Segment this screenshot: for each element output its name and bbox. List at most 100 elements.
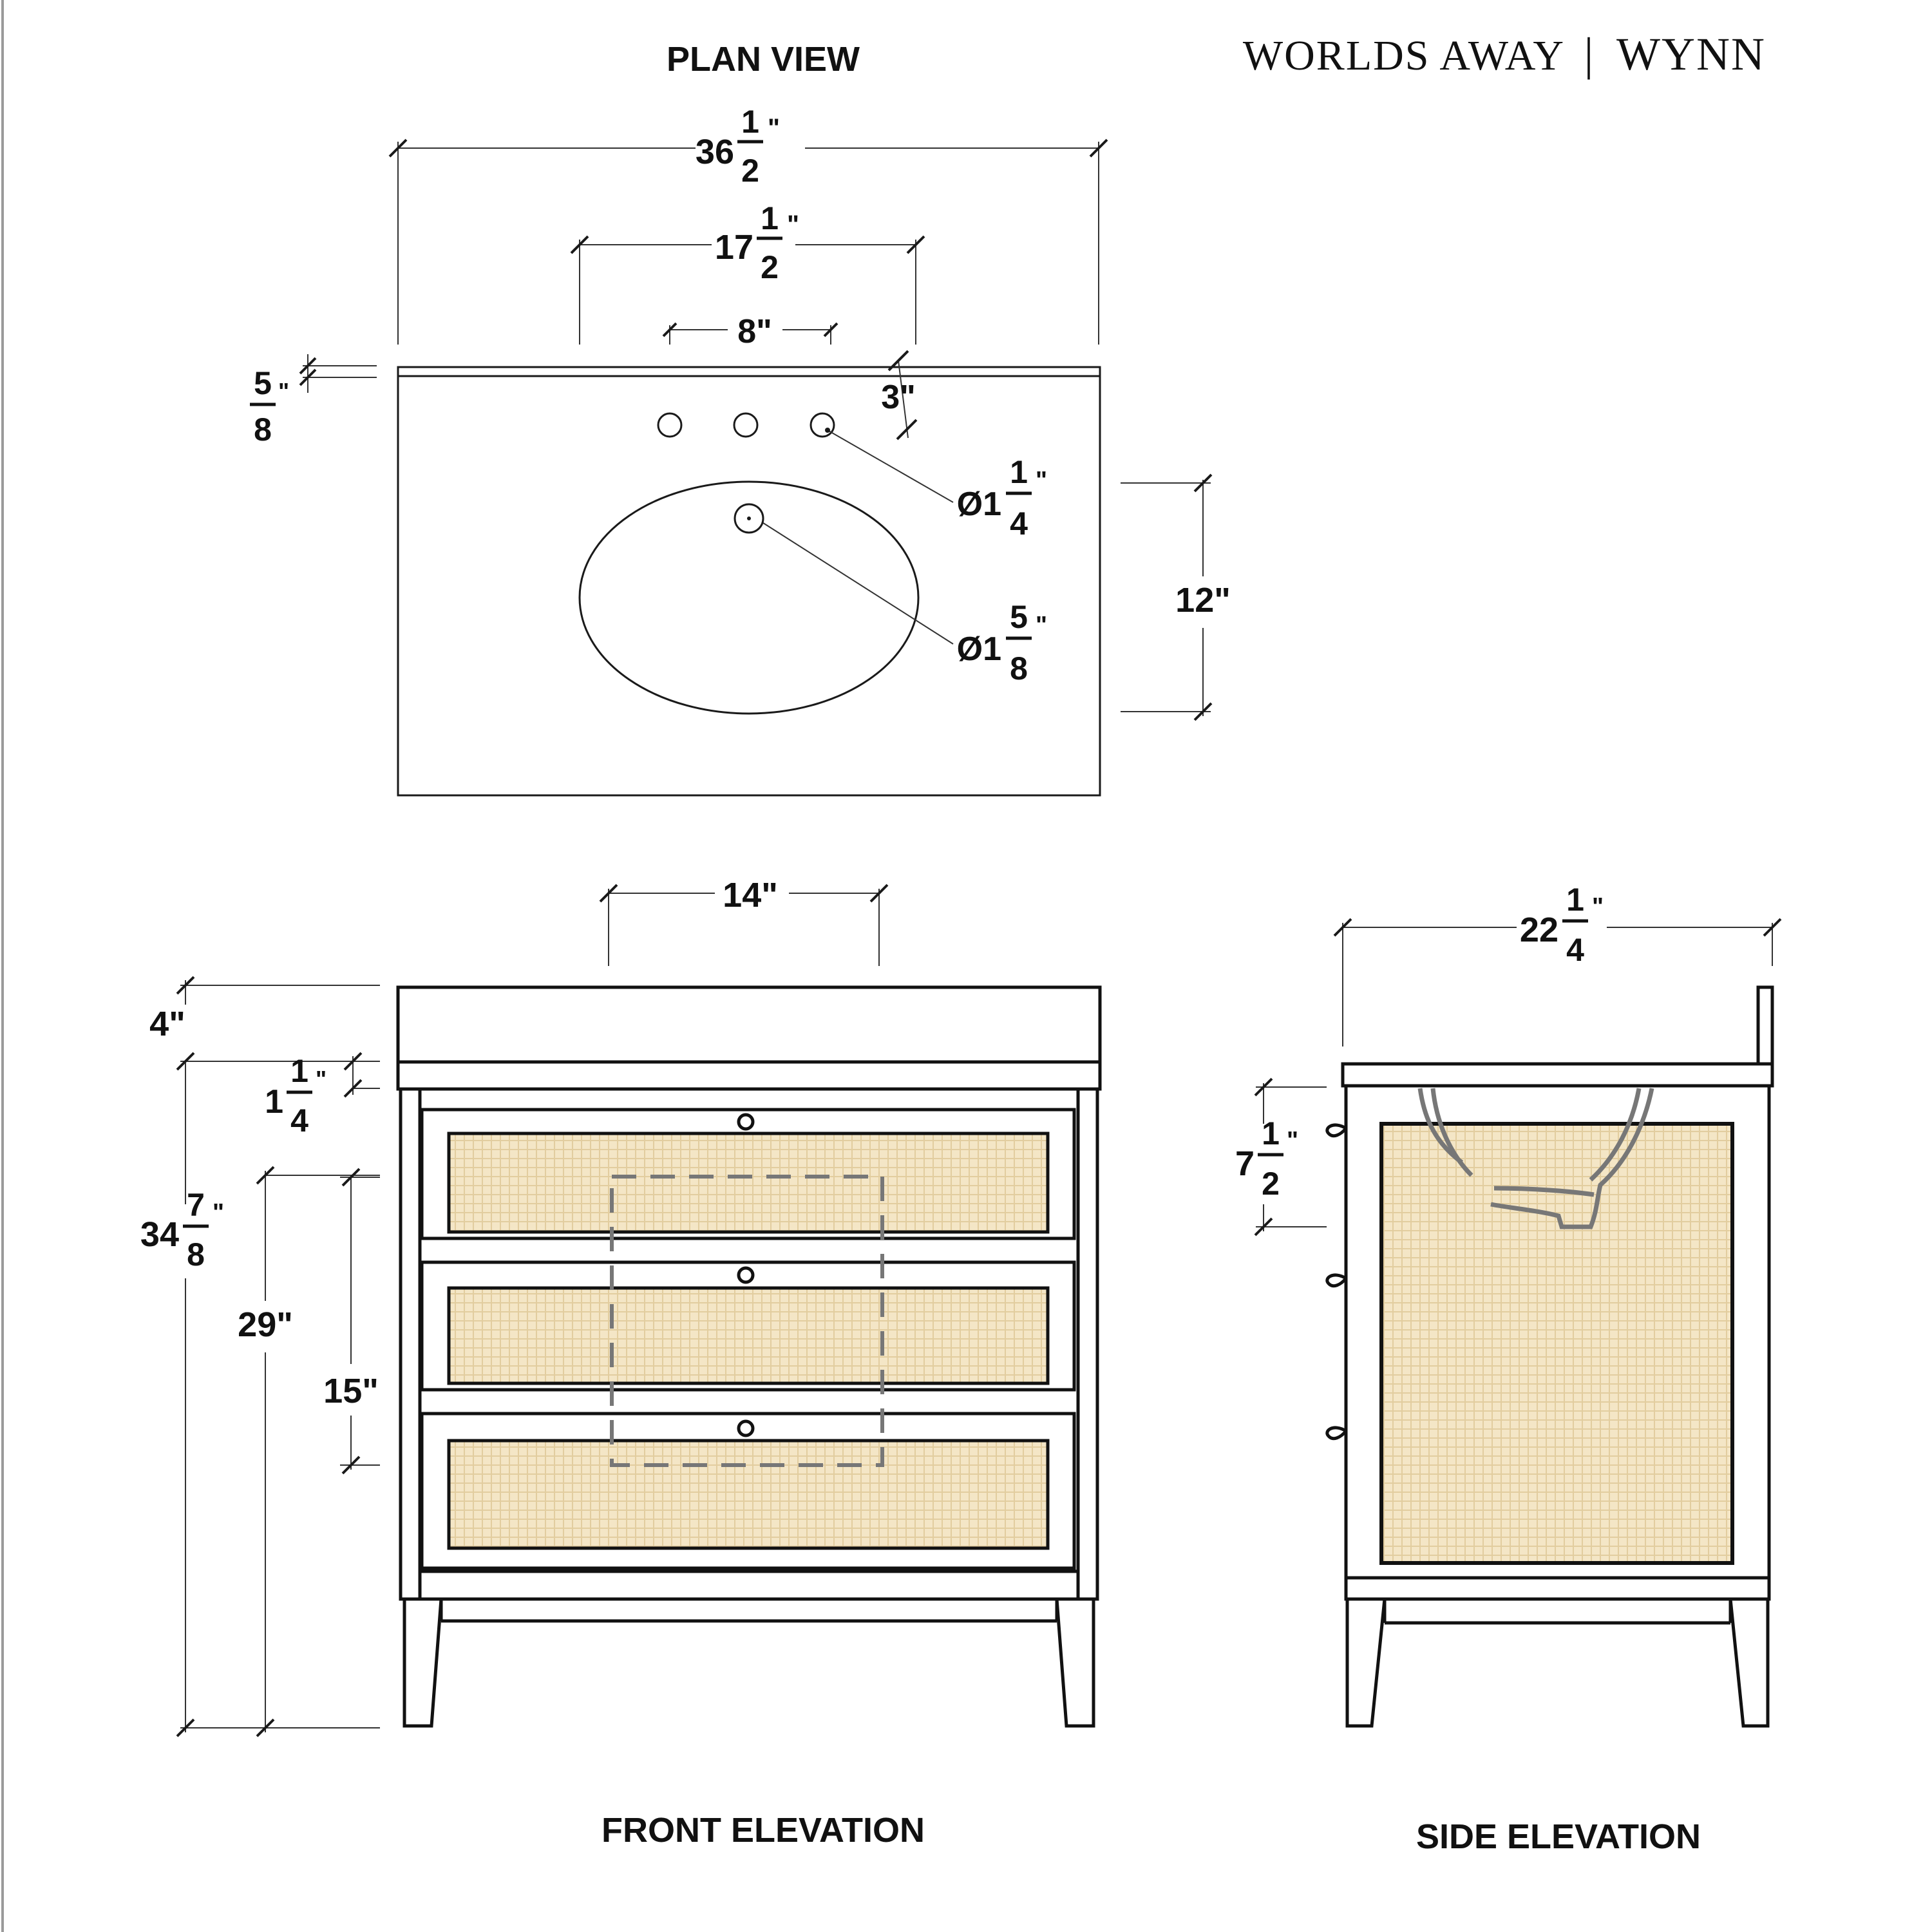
plan-basin bbox=[578, 480, 920, 715]
dim-plan-width-whole: 36 bbox=[696, 133, 734, 171]
front-drawer-bottom bbox=[420, 1412, 1076, 1570]
front-drawer-bottom-cane-panel bbox=[447, 1439, 1050, 1550]
front-drawer-middle bbox=[420, 1260, 1076, 1392]
dim-plan-basin-width-whole: 17 bbox=[715, 228, 753, 267]
brand-separator: | bbox=[1584, 28, 1595, 80]
side-knob-top bbox=[1325, 1123, 1347, 1138]
plan-faucet-hole-right bbox=[810, 412, 835, 438]
side-case bbox=[1344, 1084, 1771, 1601]
dim-front-top-thickness-den: 4 bbox=[290, 1103, 308, 1139]
dim-plan-basin-width-den: 2 bbox=[761, 249, 779, 285]
dim-plan-faucet-hole-unit: " bbox=[1036, 467, 1047, 494]
dim-side-depth-whole: 22 bbox=[1520, 911, 1558, 949]
dim-plan-faucet-hole-whole: Ø1 bbox=[957, 486, 1001, 523]
dim-plan-drain-hole: Ø1 5 8 " bbox=[762, 522, 1047, 687]
side-countertop bbox=[1341, 1062, 1774, 1088]
dim-side-depth-unit: " bbox=[1592, 893, 1604, 920]
dim-side-drawer-height-num: 1 bbox=[1262, 1115, 1280, 1151]
dim-plan-drain-hole-den: 8 bbox=[1010, 650, 1028, 687]
side-elevation-title: SIDE ELEVATION bbox=[1416, 1817, 1701, 1856]
dim-plan-top-edge-unit: " bbox=[278, 378, 289, 404]
plan-drain bbox=[734, 503, 764, 534]
plan-view: PLAN VIEW 36 1 2 " bbox=[250, 40, 1231, 797]
dim-plan-drain-hole-num: 5 bbox=[1010, 599, 1028, 635]
dim-plan-top-edge-den: 8 bbox=[254, 412, 272, 448]
side-cane-panel bbox=[1379, 1122, 1734, 1565]
dim-plan-width-den: 2 bbox=[741, 153, 759, 189]
front-case bbox=[399, 1087, 1099, 1601]
dim-front-total-height: 34 7 8 " bbox=[140, 1063, 380, 1738]
dim-plan-width-num: 1 bbox=[741, 104, 759, 140]
plan-faucet-hole-center bbox=[733, 412, 759, 438]
dim-front-top-thickness-num: 1 bbox=[290, 1053, 308, 1089]
dim-front-top-thickness-unit: " bbox=[316, 1066, 327, 1092]
front-elevation: FRONT ELEVATION 14" 4" 1 1 bbox=[140, 876, 1102, 1850]
dim-plan-basin-width: 17 1 2 " bbox=[570, 200, 925, 345]
side-legs bbox=[1345, 1598, 1770, 1728]
dim-plan-top-edge: 5 8 " bbox=[250, 354, 377, 448]
plan-countertop bbox=[397, 366, 1101, 797]
side-knob-middle bbox=[1325, 1273, 1347, 1288]
side-plumbing-trap bbox=[1417, 1088, 1654, 1229]
front-countertop bbox=[396, 1060, 1102, 1091]
brand-logo: WORLDS AWAY | WYNN bbox=[1243, 28, 1766, 80]
plan-faucet-hole-left bbox=[657, 412, 683, 438]
dim-side-drawer-height-unit: " bbox=[1287, 1127, 1298, 1154]
dim-plan-basin-width-num: 1 bbox=[761, 200, 779, 236]
front-drawer-top bbox=[420, 1108, 1076, 1240]
dim-front-top-thickness-whole: 1 bbox=[265, 1083, 283, 1121]
dim-front-basin-width: 14" bbox=[599, 876, 889, 966]
front-drawer-middle-cane-panel bbox=[447, 1286, 1050, 1385]
dim-plan-faucet-hole-den: 4 bbox=[1010, 506, 1028, 542]
dim-plan-drain-hole-unit: " bbox=[1036, 612, 1047, 639]
dim-plan-basin-width-unit: " bbox=[787, 211, 799, 239]
dim-plan-faucet-hole: Ø1 1 4 " bbox=[825, 428, 1047, 542]
front-drawer-top-knob bbox=[737, 1113, 755, 1131]
front-plumbing-cutout bbox=[610, 1175, 884, 1467]
dim-front-cutout-height-label: 15" bbox=[323, 1372, 379, 1410]
dim-plan-width-unit: " bbox=[768, 114, 780, 142]
dim-plan-top-edge-num: 5 bbox=[254, 365, 272, 401]
dim-side-depth-den: 4 bbox=[1566, 932, 1584, 968]
brand-product: WYNN bbox=[1616, 28, 1766, 80]
dim-side-drawer-height-whole: 7 bbox=[1235, 1144, 1255, 1183]
dim-front-cutout-height: 15" bbox=[323, 1168, 380, 1475]
dim-front-basin-width-label: 14" bbox=[723, 876, 778, 914]
front-legs bbox=[402, 1598, 1095, 1728]
dim-side-drawer-height: 7 1 2 " bbox=[1235, 1077, 1327, 1236]
side-backsplash bbox=[1756, 985, 1774, 1066]
front-drawer-bottom-knob bbox=[737, 1419, 755, 1437]
plan-drain-center bbox=[747, 516, 751, 520]
dim-plan-faucet-spread-label: 8" bbox=[737, 313, 772, 350]
front-drawer-middle-knob bbox=[737, 1266, 755, 1284]
dim-front-body-height: 29" bbox=[238, 1166, 380, 1738]
dim-plan-faucet-setback: 3" bbox=[881, 350, 918, 440]
dim-plan-basin-depth-label: 12" bbox=[1175, 581, 1231, 620]
dim-front-top-thickness: 1 1 4 " bbox=[265, 1052, 380, 1139]
front-elevation-title: FRONT ELEVATION bbox=[601, 1811, 925, 1850]
dim-front-basin-height: 4" bbox=[149, 976, 380, 1071]
dim-front-total-height-unit: " bbox=[213, 1199, 224, 1226]
side-elevation: SIDE ELEVATION 22 1 4 " 7 1 2 bbox=[1235, 882, 1782, 1856]
dim-plan-width: 36 1 2 " bbox=[388, 104, 1108, 345]
side-knobs bbox=[1325, 1123, 1347, 1441]
front-drawer-top-cane-panel bbox=[447, 1132, 1050, 1234]
dim-front-total-height-num: 7 bbox=[187, 1187, 205, 1223]
dim-front-body-height-label: 29" bbox=[238, 1305, 293, 1344]
dim-plan-faucet-hole-num: 1 bbox=[1010, 454, 1028, 490]
dim-plan-faucet-spread: 8" bbox=[662, 313, 838, 350]
dim-front-total-height-whole: 34 bbox=[140, 1215, 179, 1254]
dim-front-total-height-den: 8 bbox=[187, 1236, 205, 1273]
dim-plan-faucet-setback-label: 3" bbox=[881, 379, 916, 416]
dim-plan-basin-depth: 12" bbox=[1121, 473, 1231, 721]
side-knob-bottom bbox=[1325, 1426, 1347, 1441]
dim-plan-drain-hole-whole: Ø1 bbox=[957, 630, 1001, 668]
plan-view-title: PLAN VIEW bbox=[667, 40, 860, 79]
dim-side-depth-num: 1 bbox=[1566, 882, 1584, 918]
dim-side-drawer-height-den: 2 bbox=[1262, 1166, 1280, 1202]
dim-front-basin-height-label: 4" bbox=[149, 1005, 185, 1043]
front-sink-top bbox=[396, 985, 1102, 1064]
brand-company: WORLDS AWAY bbox=[1243, 32, 1565, 79]
dim-side-depth: 22 1 4 " bbox=[1333, 882, 1782, 1046]
